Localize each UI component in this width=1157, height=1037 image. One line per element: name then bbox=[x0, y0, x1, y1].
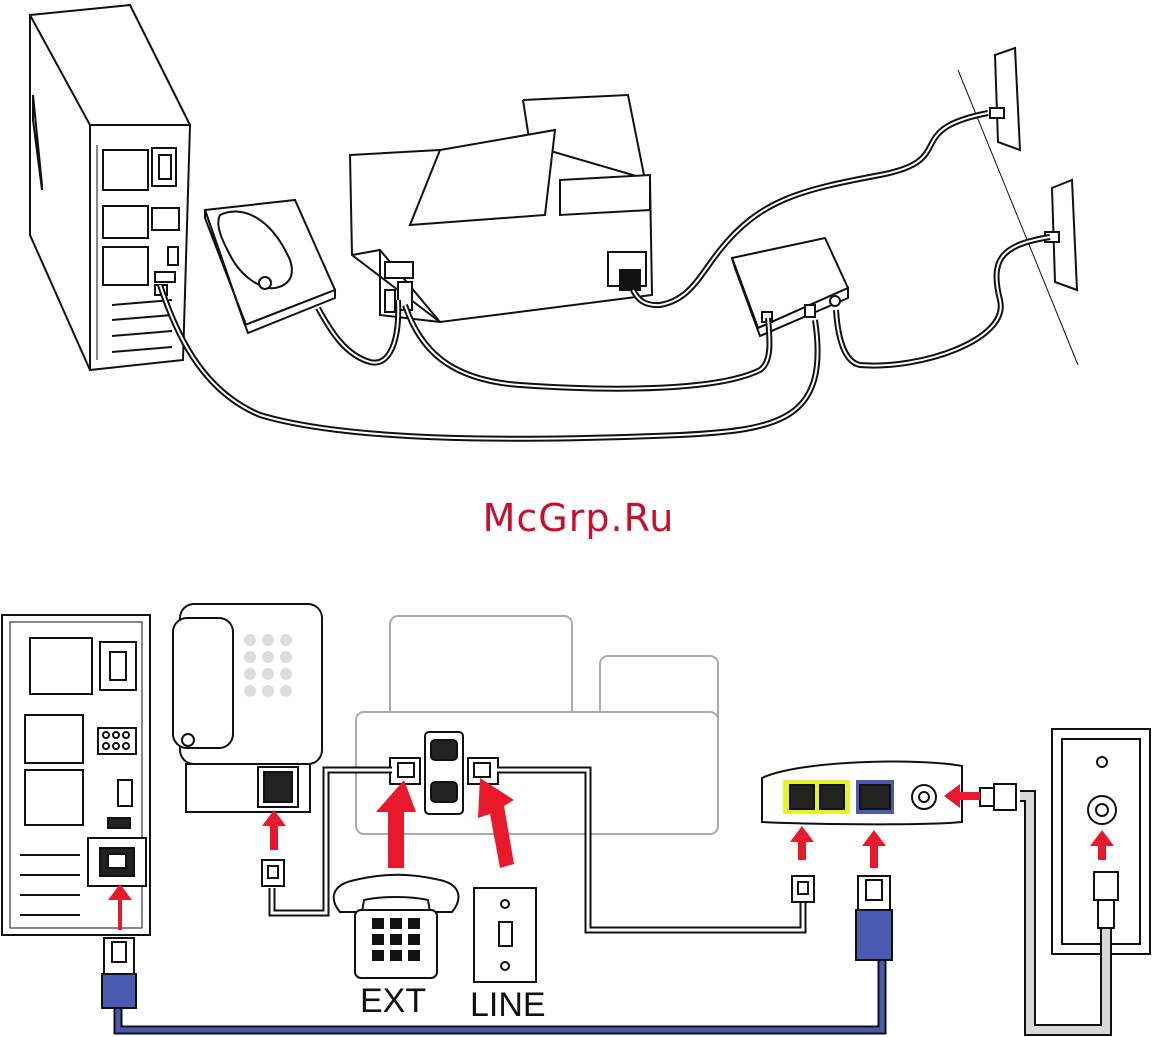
computer-tower bbox=[30, 5, 190, 370]
computer-back-panel bbox=[2, 615, 150, 935]
line-wall-jack-icon bbox=[474, 888, 536, 982]
coax-plug-adapter bbox=[980, 784, 1016, 810]
wall bbox=[958, 48, 1078, 365]
arrow-adapter-ethernet bbox=[862, 830, 886, 868]
ext-label: EXT bbox=[360, 982, 426, 1021]
rj11-plug-phone bbox=[262, 860, 284, 886]
ext-phone-icon bbox=[334, 875, 459, 978]
line-label: LINE bbox=[470, 986, 546, 1025]
printer bbox=[350, 95, 652, 322]
arrow-adapter-phone bbox=[790, 826, 814, 860]
watermark-text: McGrp.Ru bbox=[0, 496, 1157, 540]
bottom-schematic bbox=[2, 604, 1150, 1030]
telephone-front bbox=[173, 604, 322, 812]
adapter-box bbox=[732, 238, 848, 336]
rj11-plug-adapter bbox=[792, 876, 814, 902]
ethernet-plug-adapter bbox=[856, 876, 892, 960]
voip-adapter bbox=[762, 762, 962, 825]
coax-plug-wall bbox=[1094, 872, 1118, 928]
arrow-phone bbox=[262, 810, 286, 850]
ethernet-plug-computer bbox=[102, 938, 136, 1008]
top-illustration bbox=[30, 5, 1078, 439]
telephone bbox=[205, 200, 335, 333]
